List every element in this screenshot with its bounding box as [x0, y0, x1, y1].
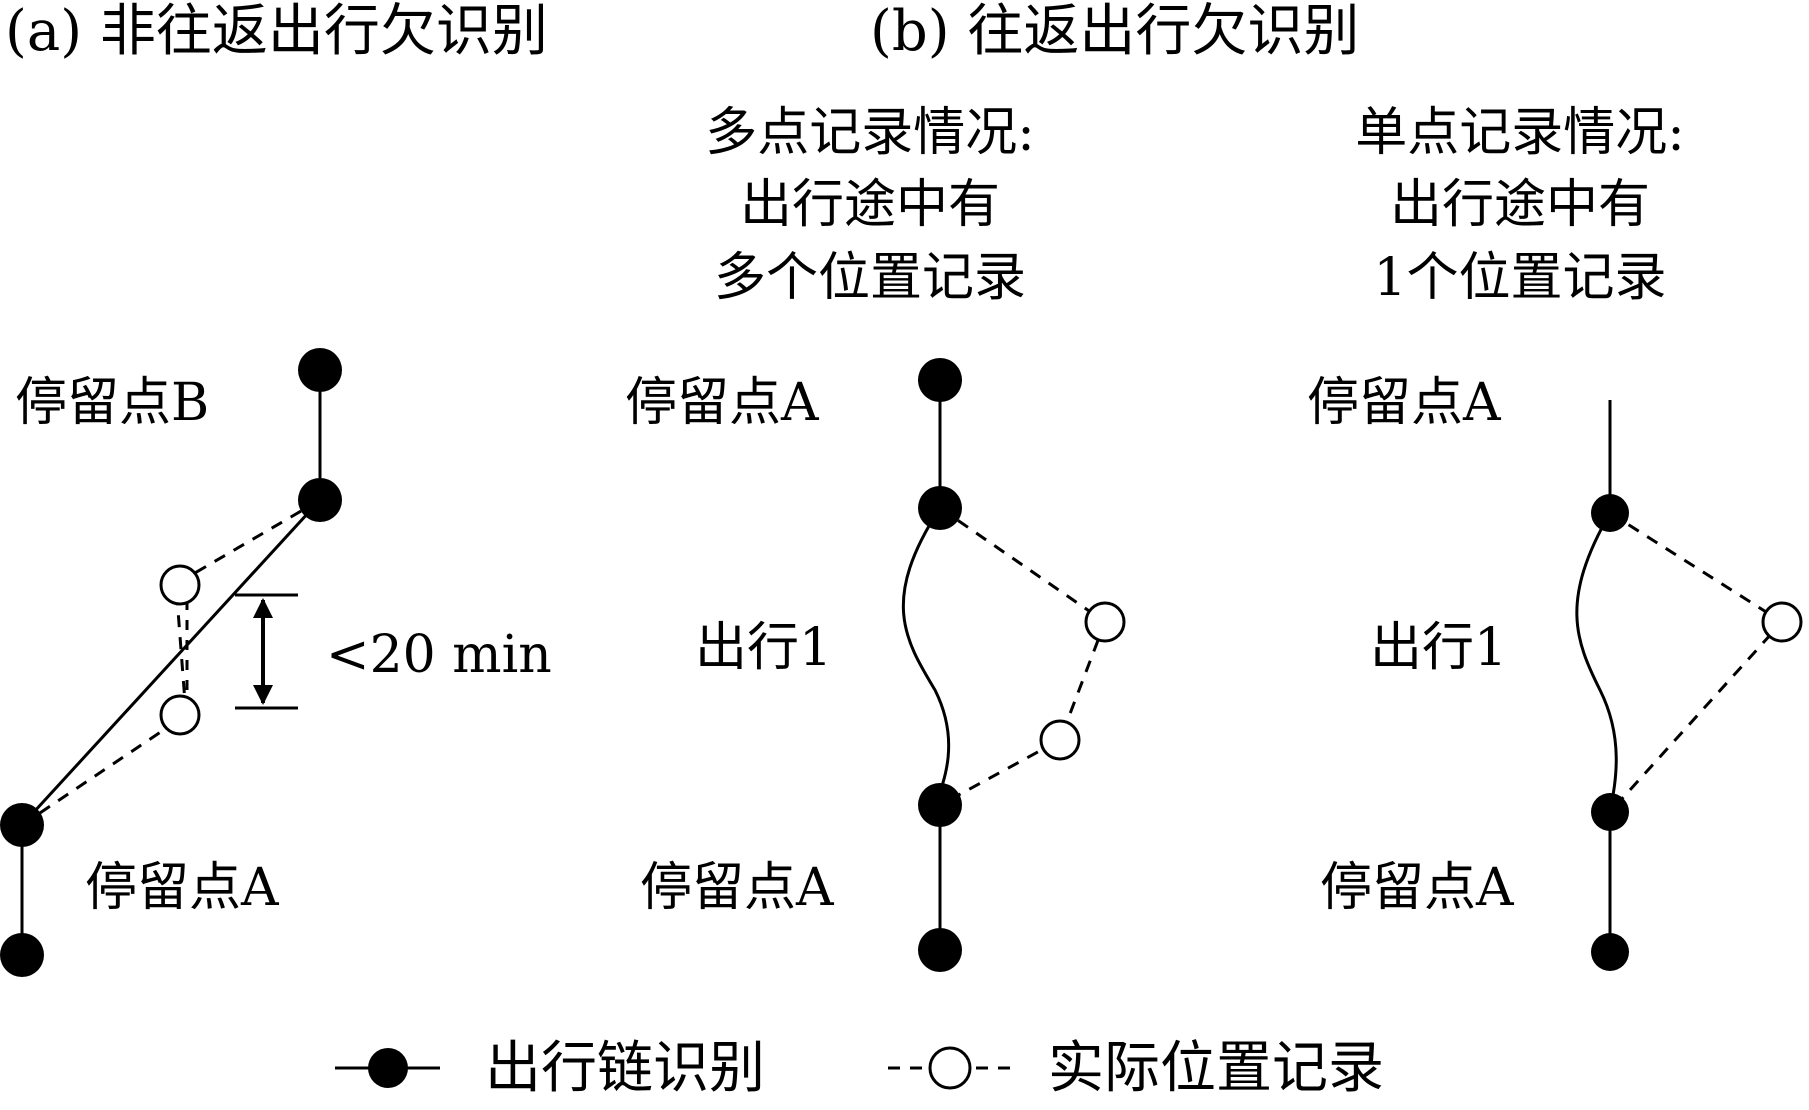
panel-b-single-diagram: 单点记录情况: 出行途中有 1个位置记录 停留点A 出行1 停留点A	[1307, 103, 1803, 971]
legend-chain-label: 出行链识别	[485, 1036, 765, 1101]
panel-a-chain-node	[0, 933, 44, 977]
single-chain-node	[1591, 494, 1629, 532]
single-heading-line-2: 出行途中有	[1390, 175, 1650, 235]
multi-chain-node	[918, 783, 962, 827]
multi-chain-curve	[901, 507, 951, 806]
multi-heading-line-3: 多个位置记录	[714, 248, 1026, 308]
panel-a-chain-node	[0, 803, 44, 847]
legend: 出行链识别 实际位置记录	[335, 1036, 1384, 1101]
multi-stop-top-label: 停留点A	[625, 373, 820, 433]
legend-record-label: 实际位置记录	[1048, 1036, 1384, 1101]
multi-record-path	[939, 506, 1107, 807]
multi-stop-bottom-label: 停留点A	[640, 858, 835, 918]
single-chain-curve	[1575, 512, 1618, 813]
panel-b-title: (b) 往返出行欠识别	[870, 0, 1359, 64]
panel-a-stop-a-label: 停留点A	[85, 858, 280, 918]
panel-a-title: (a) 非往返出行欠识别	[5, 0, 548, 64]
panel-a-record-node	[159, 564, 201, 606]
panel-a-record-path	[21, 498, 321, 827]
panel-b-multi-diagram: 多点记录情况: 出行途中有 多个位置记录 停留点A 出行1 停留点A	[625, 103, 1126, 972]
multi-record-node	[1084, 601, 1126, 643]
single-chain-node	[1591, 793, 1629, 831]
multi-chain-node	[918, 486, 962, 530]
legend-record-node	[928, 1046, 972, 1090]
panel-a-chain-diagonal	[20, 498, 322, 827]
interval-label: <20 min	[326, 625, 552, 685]
single-trip-label: 出行1	[1370, 618, 1507, 678]
panel-a-chain-node	[298, 348, 342, 392]
single-chain-node	[1591, 933, 1629, 971]
legend-chain-node	[368, 1048, 408, 1088]
single-stop-top-label: 停留点A	[1307, 373, 1502, 433]
multi-trip-label: 出行1	[695, 618, 832, 678]
multi-heading-line-2: 出行途中有	[740, 175, 1000, 235]
single-heading-line-1: 单点记录情况:	[1355, 103, 1685, 163]
panel-a-diagram: 停留点B 停留点A <20 min	[0, 348, 552, 977]
multi-chain-node	[918, 358, 962, 402]
panel-a-chain-node	[298, 478, 342, 522]
single-record-path	[1608, 511, 1785, 814]
panel-a-stop-b-label: 停留点B	[15, 373, 209, 433]
single-record-node	[1761, 601, 1803, 643]
panel-a-record-node	[159, 694, 201, 736]
multi-chain-node	[918, 928, 962, 972]
multi-record-node	[1039, 719, 1081, 761]
single-heading-line-3: 1个位置记录	[1373, 248, 1666, 308]
multi-heading-line-1: 多点记录情况:	[705, 103, 1035, 163]
single-stop-bottom-label: 停留点A	[1320, 858, 1515, 918]
